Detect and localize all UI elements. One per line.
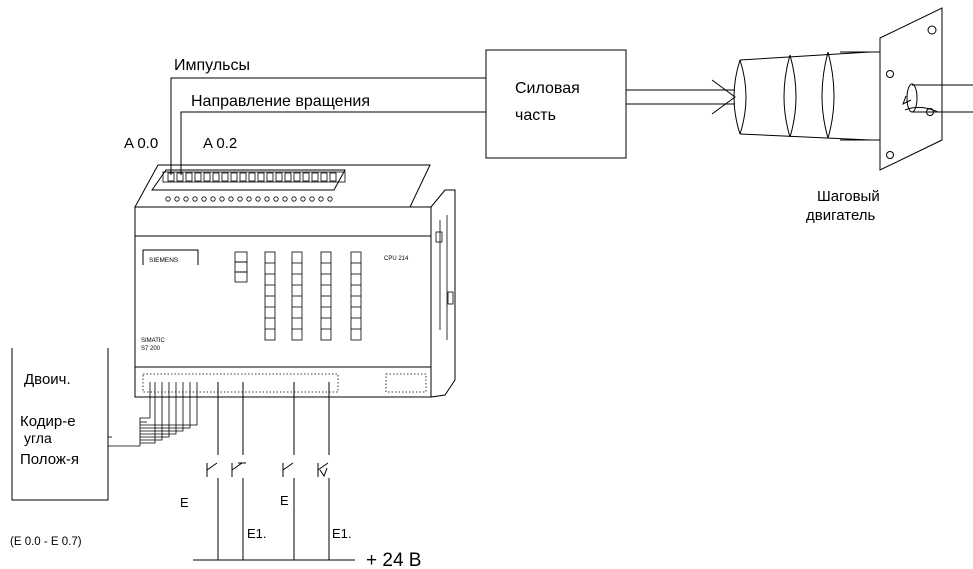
motor-label-2: двигатель [806, 207, 876, 224]
motor-label-1: Шаговый [817, 188, 880, 205]
power-stage-label-1: Силовая [515, 80, 580, 97]
top-terminal-holes [165, 196, 333, 202]
cpu-label: CPU 214 [384, 256, 409, 262]
brand-box [142, 249, 199, 265]
encoder-label-2: Кодир-е [20, 413, 76, 430]
top-terminals [167, 172, 337, 182]
input-e1-label-2: E1. [332, 526, 352, 541]
power-terminal-strip [385, 373, 427, 393]
pulses-label: Импульсы [174, 57, 250, 74]
input-switch-3 [282, 382, 295, 560]
stepper-motor [733, 7, 973, 171]
input-switch-4 [317, 382, 330, 560]
input-e-label-2: E [280, 493, 289, 508]
output-a00-label: A 0.0 [124, 135, 158, 152]
input-range-label: (E 0.0 - E 0.7) [10, 536, 82, 548]
direction-label: Направление вращения [191, 93, 370, 110]
encoder-label-1: Двоич. [24, 371, 71, 388]
input-switch-1 [206, 382, 219, 560]
simatic-label: SIMATIC [141, 338, 166, 344]
encoder-label-4: Полож-я [20, 451, 79, 468]
input-terminal-strip [142, 373, 339, 393]
output-a02-label: A 0.2 [203, 135, 237, 152]
direction-wire [180, 111, 486, 175]
encoder-label-3: угла [24, 430, 52, 446]
s7-label: S7 200 [141, 346, 161, 352]
pulse-wire [170, 77, 486, 175]
power-stage-box [485, 49, 627, 159]
input-e-label-1: E [180, 495, 189, 510]
input-e1-label-1: E1. [247, 526, 267, 541]
encoder-box [11, 348, 109, 501]
plc-housing [134, 164, 456, 398]
supply-label: + 24 B [366, 550, 421, 569]
siemens-brand: SIEMENS [149, 257, 179, 264]
power-stage-label-2: часть [515, 107, 556, 124]
encoder-bus [108, 382, 198, 447]
led-indicators [234, 251, 362, 341]
power-arrow [626, 79, 736, 115]
input-switch-2 [231, 382, 246, 560]
